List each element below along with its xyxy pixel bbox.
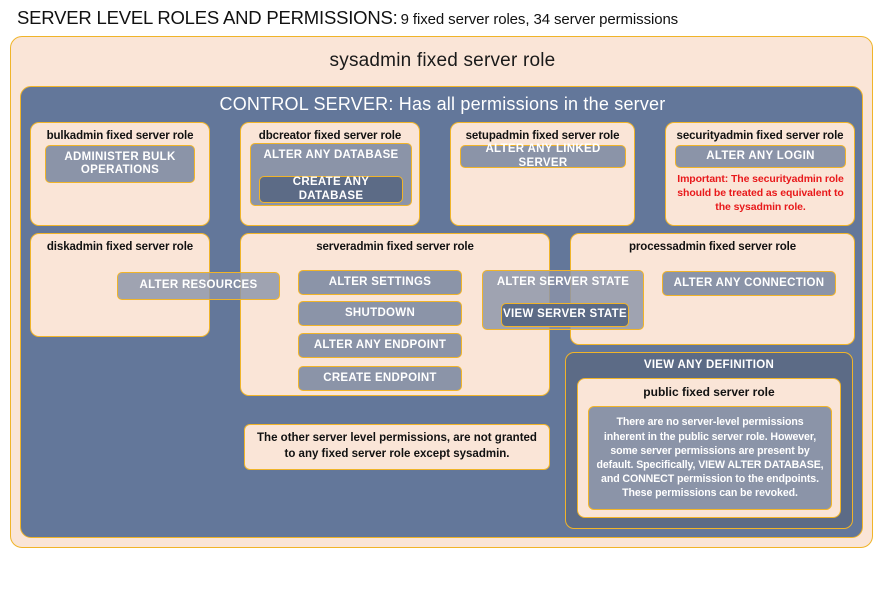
public-role-description: There are no server-level permissions in… <box>588 406 832 510</box>
role-box-setupadmin: setupadmin fixed server role <box>450 122 635 226</box>
permission-alter-any-database-label: ALTER ANY DATABASE <box>263 149 399 161</box>
permission-shutdown[interactable]: SHUTDOWN <box>298 301 462 326</box>
permission-create-any-database[interactable]: CREATE ANY DATABASE <box>259 176 403 203</box>
permission-alter-any-linked-server[interactable]: ALTER ANY LINKED SERVER <box>460 143 626 169</box>
page-title-main: SERVER LEVEL ROLES AND PERMISSIONS: <box>17 7 398 28</box>
permission-alter-any-login[interactable]: ALTER ANY LOGIN <box>675 145 846 168</box>
page-title: SERVER LEVEL ROLES AND PERMISSIONS:9 fix… <box>17 7 867 31</box>
sysadmin-role-label: sysadmin fixed server role <box>329 50 556 71</box>
permission-view-server-state[interactable]: VIEW SERVER STATE <box>501 303 629 327</box>
role-title-serveradmin: serveradmin fixed server role <box>316 241 474 253</box>
role-title-bulkadmin: bulkadmin fixed server role <box>46 130 194 142</box>
permission-alter-server-state-label: ALTER SERVER STATE <box>496 276 630 288</box>
securityadmin-warning-note: Important: The securityadmin role should… <box>677 173 844 213</box>
permission-alter-any-connection[interactable]: ALTER ANY CONNECTION <box>662 271 836 296</box>
role-title-securityadmin: securityadmin fixed server role <box>676 130 844 142</box>
permission-alter-any-endpoint[interactable]: ALTER ANY ENDPOINT <box>298 333 462 358</box>
permission-administer-bulk-operations[interactable]: ADMINISTER BULK OPERATIONS <box>45 145 195 183</box>
product-version-label: SQL Server 2017 <box>55 600 149 614</box>
permission-alter-settings[interactable]: ALTER SETTINGS <box>298 270 462 295</box>
role-title-diskadmin: diskadmin fixed server role <box>46 241 194 253</box>
view-any-definition-panel: VIEW ANY DEFINITION public fixed server … <box>565 352 853 529</box>
role-title-processadmin: processadmin fixed server role <box>628 241 797 253</box>
role-title-setupadmin: setupadmin fixed server role <box>465 130 620 142</box>
view-any-definition-label: VIEW ANY DEFINITION <box>643 359 775 371</box>
page-title-subtitle: 9 fixed server roles, 34 server permissi… <box>400 11 679 28</box>
role-title-dbcreator: dbcreator fixed server role <box>258 130 402 142</box>
role-title-public: public fixed server role <box>643 385 775 399</box>
control-server-label: CONTROL SERVER: Has all permissions in t… <box>219 94 666 114</box>
permission-create-endpoint[interactable]: CREATE ENDPOINT <box>298 366 462 391</box>
permission-alter-resources[interactable]: ALTER RESOURCES <box>117 272 280 300</box>
role-box-securityadmin: securityadmin fixed server role <box>665 122 855 226</box>
role-box-public: public fixed server role There are no se… <box>577 378 841 518</box>
other-permissions-note: The other server level permissions, are … <box>244 424 550 470</box>
